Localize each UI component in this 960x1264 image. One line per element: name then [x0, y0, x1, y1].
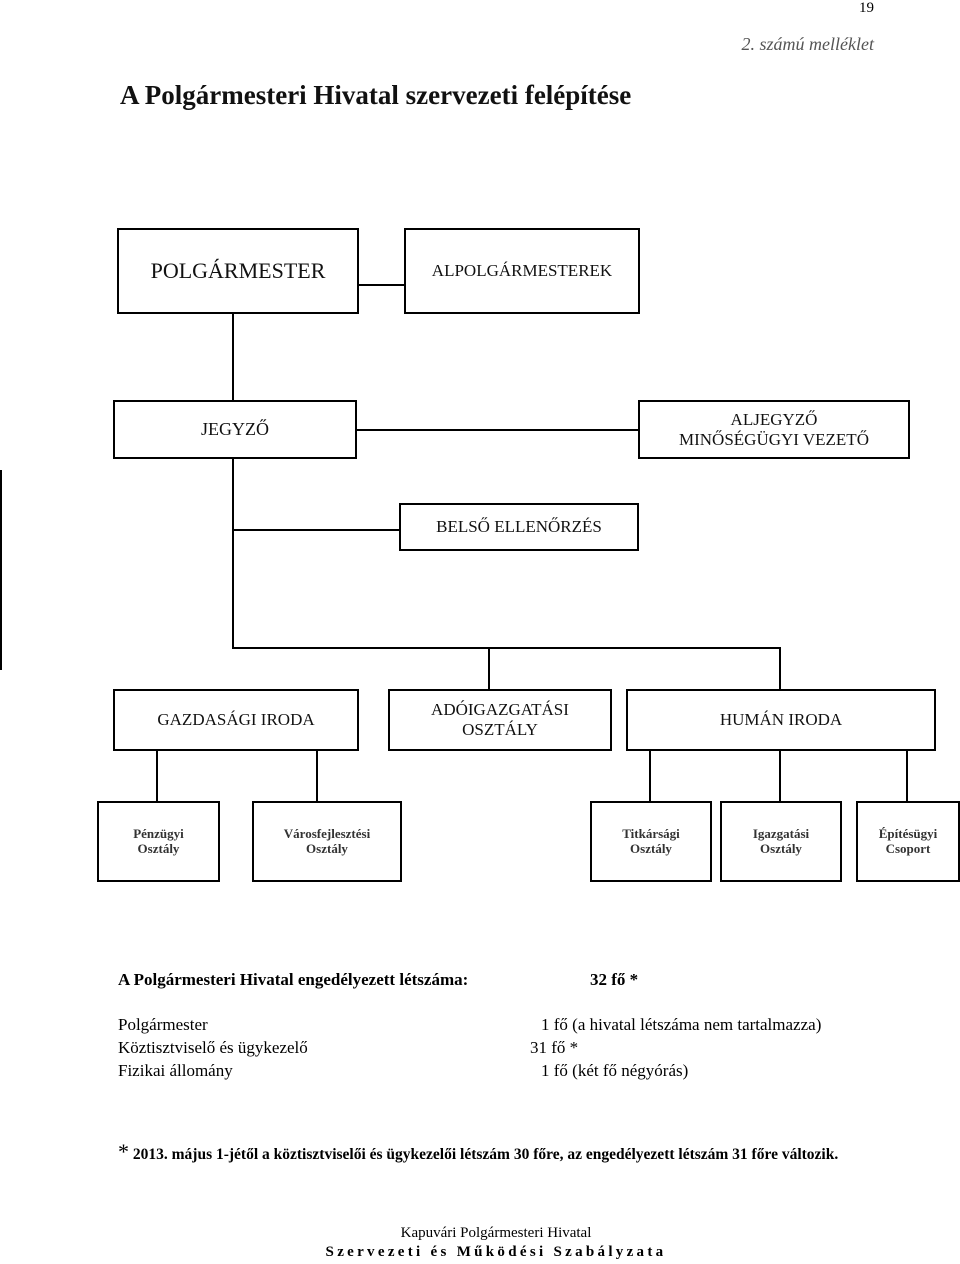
internal-audit-box: BELSŐ ELLENŐRZÉS	[399, 503, 639, 551]
tax-department-label-2: OSZTÁLY	[462, 720, 538, 739]
secretariat-unit-box: Titkársági Osztály	[590, 801, 712, 882]
staffing-row-civil-servants: Köztisztviselő és ügykezelő 31 fő *	[118, 1038, 908, 1058]
human-office-label: HUMÁN IRODA	[719, 710, 843, 730]
construction-group-label-2: Csoport	[885, 840, 931, 856]
page-title: A Polgármesteri Hivatal szervezeti felép…	[120, 80, 632, 110]
secretariat-unit-label-2: Osztály	[630, 840, 672, 856]
urban-development-unit-box: Városfejlesztési Osztály	[252, 801, 402, 882]
construction-group-label-1: Építésügyi	[878, 825, 938, 841]
staffing-row-mayor: Polgármester 1 fő (a hivatal létszáma ne…	[118, 1015, 908, 1035]
deputy-mayors-label: ALPOLGÁRMESTEREK	[431, 261, 613, 281]
staffing-row-value: 1 fő (két fő négyórás)	[541, 1061, 689, 1080]
economic-office-label: GAZDASÁGI IRODA	[157, 710, 315, 730]
staffing-heading: A Polgármesteri Hivatal engedélyezett lé…	[118, 970, 898, 990]
deputy-notary-label-1: ALJEGYZŐ	[730, 409, 818, 429]
staffing-row-value: 1 fő (a hivatal létszáma nem tartalmazza…	[541, 1015, 822, 1034]
margin-mark	[0, 470, 2, 670]
deputy-notary-box: ALJEGYZŐ MINŐSÉGÜGYI VEZETŐ	[638, 400, 910, 459]
staffing-row-value: 31 fő *	[530, 1038, 579, 1057]
finance-unit-box: Pénzügyi Osztály	[97, 801, 220, 882]
staffing-row-manual: Fizikai állomány 1 fő (két fő négyórás)	[118, 1061, 908, 1081]
administration-unit-box: Igazgatási Osztály	[720, 801, 842, 882]
staffing-note: * 2013. május 1-jétől a köztisztviselői …	[118, 1138, 878, 1167]
note-text: 2013. május 1-jétől a köztisztviselői és…	[132, 1146, 839, 1163]
deputy-mayors-box: ALPOLGÁRMESTEREK	[404, 228, 640, 314]
administration-unit-label-2: Osztály	[760, 840, 802, 856]
notary-box: JEGYZŐ	[113, 400, 357, 459]
tax-department-box: ADÓIGAZGATÁSI OSZTÁLY	[388, 689, 612, 751]
page-number: 19	[859, 0, 874, 16]
secretariat-unit-label-1: Titkársági	[622, 825, 680, 841]
internal-audit-label: BELSŐ ELLENŐRZÉS	[436, 517, 602, 537]
mayor-box: POLGÁRMESTER	[117, 228, 359, 314]
footer-line-2: Szervezeti és Működési Szabályzata	[325, 1244, 667, 1260]
mayor-label: POLGÁRMESTER	[150, 258, 326, 284]
human-office-box: HUMÁN IRODA	[626, 689, 936, 751]
staffing-row-label: Polgármester	[118, 1015, 208, 1034]
urban-development-unit-label-2: Osztály	[306, 840, 348, 856]
construction-group-box: Építésügyi Csoport	[856, 801, 960, 882]
staffing-heading-label: A Polgármesteri Hivatal engedélyezett lé…	[118, 970, 469, 989]
staffing-row-label: Köztisztviselő és ügykezelő	[118, 1038, 308, 1057]
administration-unit-label-1: Igazgatási	[752, 825, 810, 841]
economic-office-box: GAZDASÁGI IRODA	[113, 689, 359, 751]
finance-unit-label-1: Pénzügyi	[133, 825, 184, 841]
notary-label: JEGYZŐ	[201, 419, 269, 440]
staffing-heading-value: 32 fő *	[590, 970, 639, 989]
staffing-row-label: Fizikai állomány	[118, 1061, 233, 1080]
footer-line-1: Kapuvári Polgármesteri Hivatal	[400, 1225, 592, 1241]
urban-development-unit-label-1: Városfejlesztési	[283, 825, 371, 841]
finance-unit-label-2: Osztály	[137, 840, 180, 856]
note-star: *	[118, 1139, 129, 1164]
deputy-notary-label-2: MINŐSÉGÜGYI VEZETŐ	[679, 429, 869, 449]
tax-department-label-1: ADÓIGAZGATÁSI	[431, 700, 569, 720]
annex-label: 2. számú melléklet	[741, 34, 874, 54]
